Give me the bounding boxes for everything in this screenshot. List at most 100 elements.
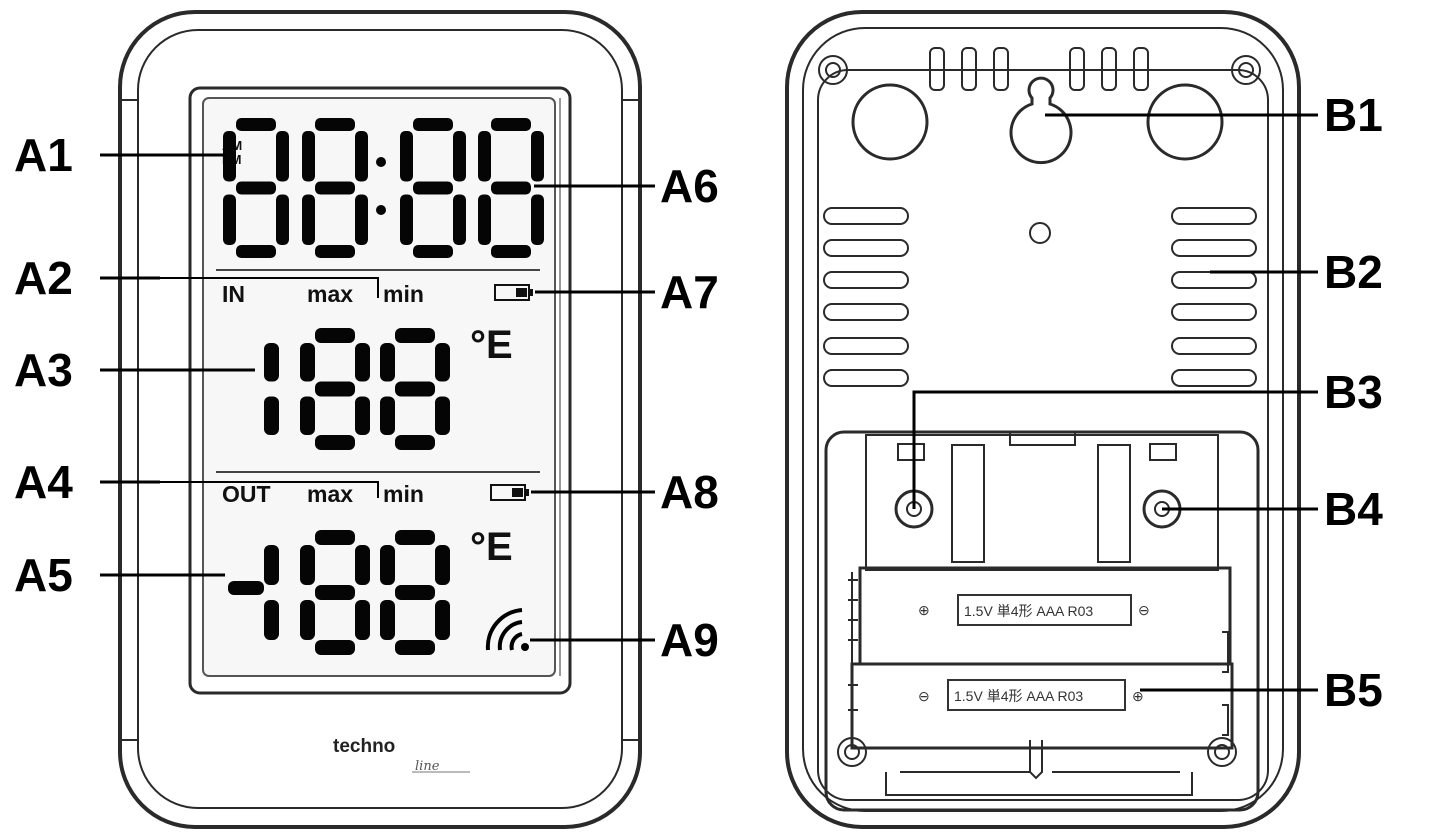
outdoor-temp-digit-3-segment-c bbox=[435, 600, 450, 640]
indoor-temp-digit-3-segment-d bbox=[395, 435, 435, 450]
battery-clip-top-right bbox=[1149, 443, 1177, 461]
outdoor-temp-digit-2-segment-c bbox=[355, 600, 370, 640]
battery-spring-left bbox=[848, 572, 858, 711]
indoor-temp-digit-2-segment-g bbox=[315, 381, 355, 397]
time-digit-4-segment-f bbox=[478, 131, 491, 182]
battery-bottom-label: 1.5V 単4形 AAA R03 bbox=[954, 688, 1083, 704]
corner-screw-bottom-right bbox=[1207, 737, 1237, 767]
callout-a8: A8 bbox=[660, 466, 719, 518]
callout-leaders bbox=[100, 113, 1318, 692]
indoor-temp-digit-1 bbox=[264, 343, 279, 435]
time-digit-4 bbox=[478, 118, 544, 258]
top-vent-slots bbox=[929, 47, 1149, 91]
rubber-foot-left bbox=[851, 83, 929, 161]
battery-top-label: 1.5V 単4形 AAA R03 bbox=[964, 603, 1093, 619]
indoor-temp-digit-3-segment-g bbox=[395, 381, 435, 397]
time-digit-1-segment-c bbox=[276, 194, 289, 245]
time-digit-2-segment-f bbox=[302, 131, 315, 182]
callout-b2: B2 bbox=[1324, 246, 1383, 298]
battery-cover-latch bbox=[885, 740, 1193, 796]
left-vent-slot-2 bbox=[823, 239, 909, 257]
indoor-max-label: max bbox=[307, 281, 353, 307]
time-digit-1-segment-d bbox=[236, 245, 276, 258]
left-vent-slot-4 bbox=[823, 303, 909, 321]
callout-b4: B4 bbox=[1324, 483, 1383, 535]
outdoor-temp-digit-3-segment-g bbox=[395, 585, 435, 600]
indoor-temp-digit-3 bbox=[380, 328, 450, 450]
battery-compartment bbox=[824, 430, 1260, 812]
time-digit-2-segment-e bbox=[302, 194, 315, 245]
indoor-temp-digit-1-segment-c bbox=[264, 396, 279, 435]
battery-bottom-plus-icon: ⊕ bbox=[1132, 688, 1144, 704]
time-digit-3-segment-b bbox=[453, 131, 466, 182]
time-digit-4-segment-c bbox=[531, 194, 544, 245]
outdoor-temp-digit-2-segment-e bbox=[300, 600, 315, 640]
time-digit-3-segment-a bbox=[413, 118, 453, 131]
outdoor-temp-digit-2-segment-a bbox=[315, 530, 355, 545]
time-digit-3-segment-d bbox=[413, 245, 453, 258]
indoor-label: IN bbox=[222, 281, 245, 307]
outdoor-temp-digit-2-segment-f bbox=[300, 545, 315, 585]
right-vent-slot-6 bbox=[1171, 369, 1257, 387]
callout-a6: A6 bbox=[660, 160, 719, 212]
back-panel bbox=[817, 69, 1269, 801]
indoor-min-label: min bbox=[383, 281, 424, 307]
outdoor-temp-digit-2-segment-g bbox=[315, 585, 355, 600]
battery-bottom-label-box bbox=[947, 679, 1126, 711]
time-digit-2 bbox=[302, 118, 368, 258]
display-bezel-outer bbox=[188, 86, 572, 695]
indoor-temperature-digits bbox=[264, 328, 450, 450]
outdoor-temp-digit-3-segment-b bbox=[435, 545, 450, 585]
outdoor-label: OUT bbox=[222, 481, 271, 507]
callout-a5: A5 bbox=[14, 549, 73, 601]
callout-b1: B1 bbox=[1324, 89, 1383, 141]
time-digit-1 bbox=[223, 118, 289, 258]
outdoor-temp-digit-1-segment-b bbox=[264, 545, 279, 585]
outdoor-min-label: min bbox=[383, 481, 424, 507]
callout-labels: A1 A2 A3 A4 A5 A6 A7 A8 A9 B1 B2 B3 B4 B… bbox=[14, 89, 1383, 716]
time-digit-2-segment-d bbox=[315, 245, 355, 258]
sensor-hole bbox=[1029, 222, 1051, 244]
outdoor-temp-minus-sign bbox=[228, 581, 264, 595]
front-view: AM PM IN max min °E OUT max min °E bbox=[118, 10, 642, 829]
time-digit-2-segment-a bbox=[315, 118, 355, 131]
right-vent-slot-4 bbox=[1171, 303, 1257, 321]
indoor-temp-digit-3-segment-a bbox=[395, 328, 435, 343]
indoor-max-min-bracket bbox=[160, 277, 379, 298]
indoor-unit: °E bbox=[470, 323, 513, 367]
outdoor-battery-icon bbox=[490, 484, 529, 501]
outdoor-temp-digit-3-segment-e bbox=[380, 600, 395, 640]
time-digit-3 bbox=[400, 118, 466, 258]
right-vent-slot-2 bbox=[1171, 239, 1257, 257]
outdoor-temp-digit-3-segment-d bbox=[395, 640, 435, 655]
outdoor-temp-digit-1-segment-c bbox=[264, 600, 279, 640]
time-digit-2-segment-g bbox=[315, 181, 355, 195]
time-digit-4-segment-b bbox=[531, 131, 544, 182]
outdoor-max-label: max bbox=[307, 481, 353, 507]
battery-divider-left bbox=[951, 444, 985, 563]
indoor-temp-digit-3-segment-e bbox=[380, 396, 395, 435]
time-digit-4-segment-e bbox=[478, 194, 491, 245]
display-bezel-inner bbox=[202, 97, 556, 677]
right-vent-slot-3 bbox=[1171, 271, 1257, 289]
indoor-temp-digit-1-segment-b bbox=[264, 343, 279, 382]
right-vent-slot-1 bbox=[1171, 207, 1257, 225]
front-housing-inner bbox=[137, 29, 623, 809]
battery-clip-top-left bbox=[897, 443, 925, 461]
callout-a9: A9 bbox=[660, 614, 719, 666]
front-housing-edge bbox=[122, 99, 638, 741]
left-vent-slot-5 bbox=[823, 337, 909, 355]
time-digit-1-segment-f bbox=[223, 131, 236, 182]
left-vent-slot-3 bbox=[823, 271, 909, 289]
time-digit-3-segment-f bbox=[400, 131, 413, 182]
time-digit-1-segment-a bbox=[236, 118, 276, 131]
indoor-temp-digit-2-segment-b bbox=[355, 343, 370, 382]
time-digit-4-segment-a bbox=[491, 118, 531, 131]
back-housing-outer bbox=[785, 10, 1301, 829]
indoor-temp-digit-2-segment-e bbox=[300, 396, 315, 435]
time-digit-2-segment-c bbox=[355, 194, 368, 245]
back-view: ⊕ 1.5V 単4形 AAA R03 ⊖ ⊖ 1.5V 単4形 AAA R03 … bbox=[785, 10, 1301, 829]
callout-a3: A3 bbox=[14, 344, 73, 396]
wall-mount-keyhole bbox=[1009, 76, 1073, 165]
